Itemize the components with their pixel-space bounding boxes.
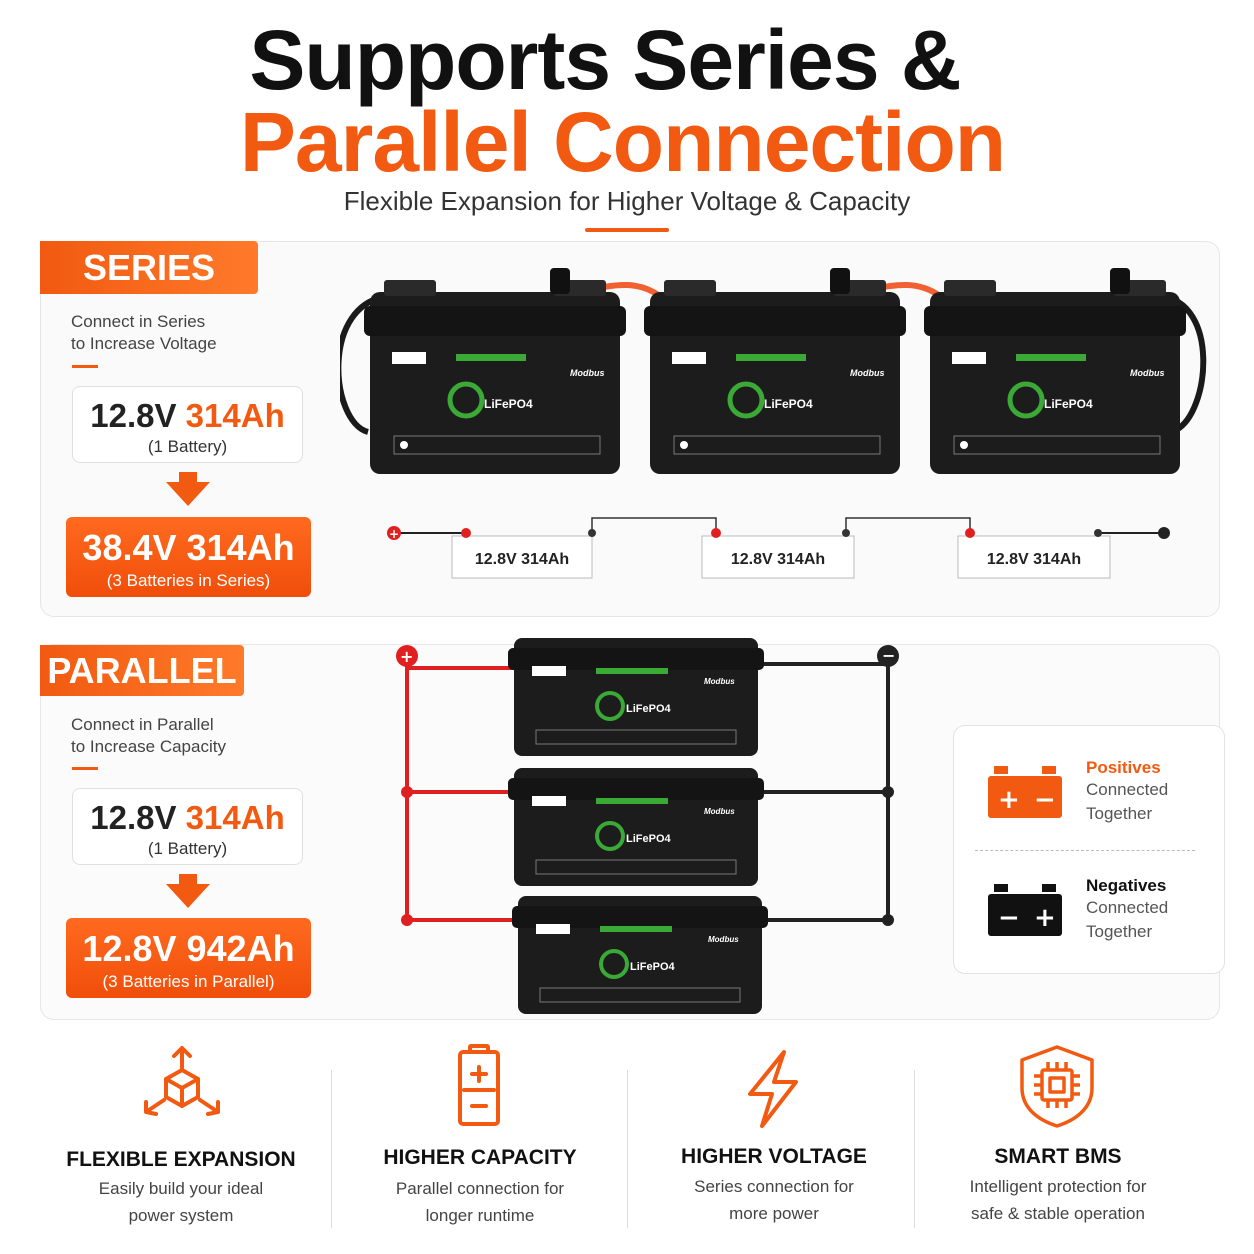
series-batteries-illustration: LiFePO4 Modbus [340,262,1207,482]
negatives-legend-text: Negatives Connected Together [1086,876,1168,944]
series-circuit-label-1: 12.8V 314Ah [474,551,570,568]
feature-4-line2: safe & stable operation [971,1204,1145,1223]
feature-divider-2 [627,1070,628,1228]
svg-text:−: − [882,646,895,665]
feature-divider-3 [914,1070,915,1228]
parallel-desc-line2: to Increase Capacity [71,737,226,756]
negatives-battery-icon: − + [988,884,1062,936]
parallel-tag: PARALLEL [40,645,244,696]
series-description: Connect in Series to Increase Voltage [71,311,217,355]
battery-icon [458,1044,500,1126]
feature-1-line2: power system [128,1206,234,1225]
feature-2-line2: longer runtime [425,1206,535,1225]
feature-text-3: Series connection for more power [644,1173,904,1227]
series-single-note: (1 Battery) [147,437,228,456]
series-arrow-stem [179,472,197,482]
feature-text-1: Easily build your ideal power system [50,1175,312,1229]
series-single-voltage: 12.8V [90,397,177,434]
series-result: 38.4V 314Ah (3 Batteries in Series) [66,517,311,597]
battery-3 [924,268,1186,474]
title-underline [585,228,669,232]
parallel-battery-2 [506,766,766,888]
positives-legend-text: Positives Connected Together [1086,758,1168,826]
series-dash [72,365,98,368]
parallel-result-value: 12.8V 942Ah [82,928,295,969]
feature-title-3: HIGHER VOLTAGE [681,1145,867,1168]
svg-text:+: + [400,647,413,666]
feature-text-2: Parallel connection for longer runtime [350,1175,610,1229]
parallel-down-arrow-icon [166,884,210,908]
page-title-line2: Parallel Connection [239,95,1006,189]
svg-text:+: + [998,785,1020,815]
positives-battery-icon: + − [988,766,1062,818]
lightning-icon [748,1050,798,1128]
series-tag: SERIES [40,241,258,294]
series-result-note: (3 Batteries in Series) [106,571,271,590]
series-desc-line1: Connect in Series [71,312,206,331]
legend-divider [975,850,1195,851]
series-circuit-label-2: 12.8V 314Ah [730,551,826,568]
negatives-title: Negatives [1086,876,1167,895]
parallel-single-voltage: 12.8V [90,799,177,836]
svg-text:−: − [998,903,1020,933]
feature-1-line1: Easily build your ideal [98,1179,264,1198]
page-subtitle: Flexible Expansion for Higher Voltage & … [343,186,911,216]
parallel-description: Connect in Parallel to Increase Capacity [71,714,226,758]
feature-divider-1 [331,1070,332,1228]
negatives-line2: Together [1086,922,1153,941]
cube-expand-icon [144,1046,220,1116]
series-desc-line2: to Increase Voltage [71,334,217,353]
series-down-arrow-icon [166,482,210,506]
chip-shield-icon [1020,1045,1094,1128]
parallel-result: 12.8V 942Ah (3 Batteries in Parallel) [66,918,311,998]
positives-line1: Connected [1086,780,1169,799]
svg-text:+: + [1034,903,1056,933]
feature-text-4: Intelligent protection for safe & stable… [928,1173,1188,1227]
parallel-single-spec: 12.8V 314Ah (1 Battery) [72,788,303,865]
page-title-line1: Supports Series & [249,13,961,107]
feature-2-line1: Parallel connection for [395,1179,565,1198]
series-single-capacity: 314Ah [185,397,285,434]
parallel-result-note: (3 Batteries in Parallel) [102,972,275,991]
feature-3-line2: more power [729,1204,819,1223]
parallel-single-capacity: 314Ah [185,799,285,836]
battery-2 [644,268,906,474]
parallel-arrow-stem [179,874,197,884]
parallel-dash [72,767,98,770]
feature-title-1: FLEXIBLE EXPANSION [66,1148,296,1171]
parallel-battery-3 [510,894,770,1016]
negatives-line1: Connected [1086,898,1169,917]
parallel-desc-line1: Connect in Parallel [71,715,214,734]
positives-line2: Together [1086,804,1153,823]
battery-1 [364,268,626,474]
feature-4-line1: Intelligent protection for [969,1177,1147,1196]
svg-text:−: − [1034,785,1056,815]
parallel-batteries-illustration: LiFePO4 Modbus + − [396,638,899,1016]
svg-text:+: + [389,527,399,541]
series-circuit-label-3: 12.8V 314Ah [986,551,1082,568]
parallel-battery-1 [506,638,766,758]
series-result-value: 38.4V 314Ah [82,527,295,568]
feature-3-line1: Series connection for [694,1177,854,1196]
feature-title-2: HIGHER CAPACITY [383,1146,577,1169]
positives-title: Positives [1086,758,1161,777]
parallel-single-note: (1 Battery) [147,839,228,858]
feature-title-4: SMART BMS [994,1145,1122,1168]
series-single-spec: 12.8V 314Ah (1 Battery) [72,386,303,463]
series-circuit-diagram: + [387,517,1170,579]
